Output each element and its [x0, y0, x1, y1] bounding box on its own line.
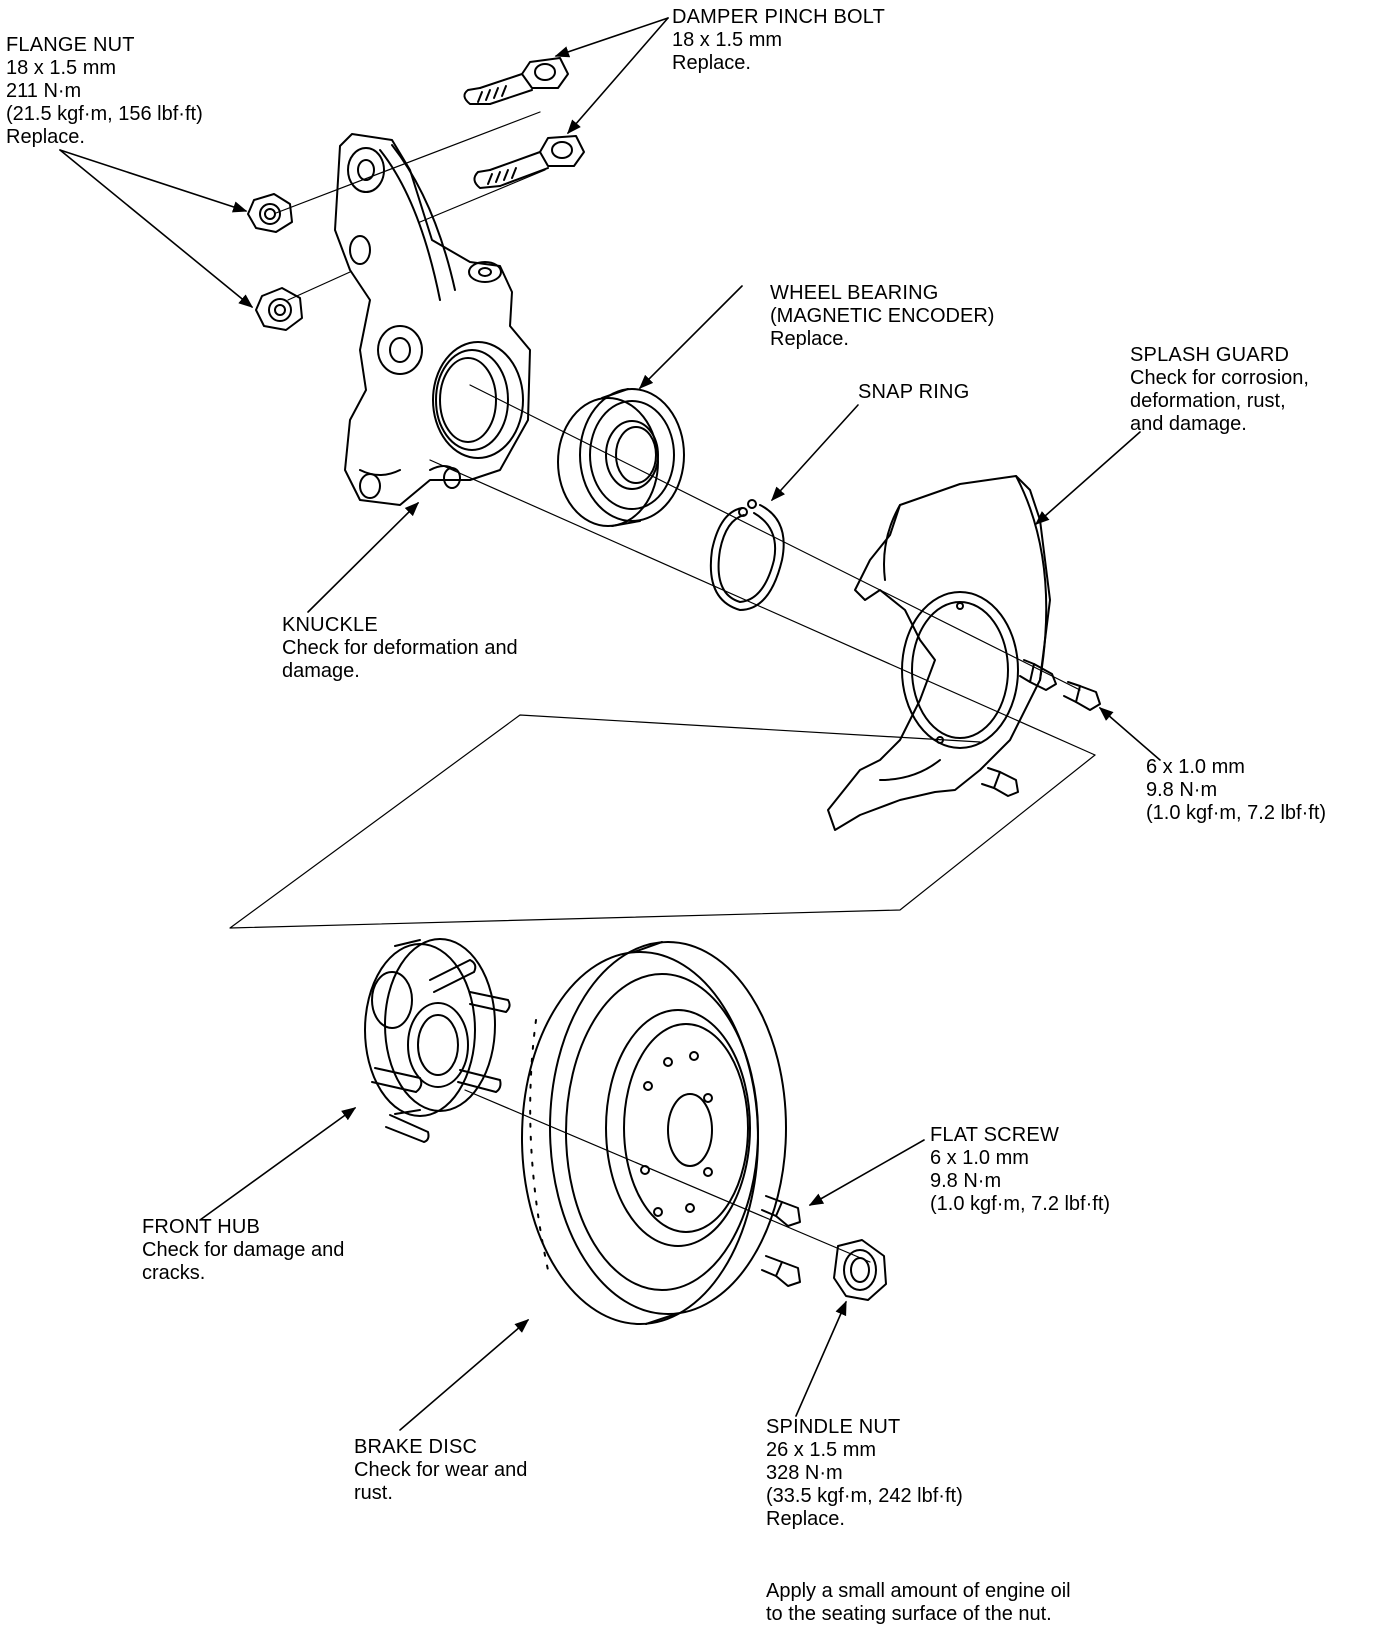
wheel-bearing-title: WHEEL BEARING [770, 282, 939, 304]
flange-nut-callout: FLANGE NUT 18 x 1.5 mm 211 N·m (21.5 kgf… [6, 34, 203, 149]
spindle-nut-callout: SPINDLE NUT 26 x 1.5 mm 328 N·m (33.5 kg… [766, 1416, 963, 1531]
damper-pinch-bolt-lower [473, 135, 585, 189]
wheel-stud [371, 959, 511, 1143]
flat-screw-size: 6 x 1.0 mm [930, 1147, 1029, 1169]
splash-guard-bolt-callout: 6 x 1.0 mm 9.8 N·m (1.0 kgf·m, 7.2 lbf·f… [1146, 756, 1326, 825]
spindle-nut-title: SPINDLE NUT [766, 1416, 901, 1438]
splash-guard [827, 475, 1051, 831]
brake-disc-check-2: rust. [354, 1482, 393, 1504]
knuckle-check-1: Check for deformation and [282, 637, 518, 659]
flange-nut-torque-alt: (21.5 kgf·m, 156 lbf·ft) [6, 103, 203, 125]
splash-guard-bolt-3 [981, 767, 1019, 797]
damper-pinch-bolt-title: DAMPER PINCH BOLT [672, 6, 886, 28]
wheel-bearing-note: Replace. [770, 328, 849, 350]
flat-screw-torque: 9.8 N·m [930, 1170, 1002, 1192]
front-hub-title: FRONT HUB [142, 1216, 261, 1238]
splash-guard-bolt-torque: 9.8 N·m [1146, 779, 1218, 801]
spindle-nut-size: 26 x 1.5 mm [766, 1439, 877, 1461]
flat-screw-lower [761, 1255, 801, 1287]
knuckle-callout: KNUCKLE Check for deformation and damage… [282, 614, 518, 683]
damper-pinch-bolt-callout: DAMPER PINCH BOLT 18 x 1.5 mm Replace. [672, 6, 885, 75]
splash-guard-callout: SPLASH GUARD Check for corrosion, deform… [1130, 344, 1309, 436]
damper-pinch-bolt-upper [463, 57, 569, 105]
engine-oil-note: Apply a small amount of engine oil to th… [766, 1580, 1071, 1626]
brake-disc-callout: BRAKE DISC Check for wear and rust. [354, 1436, 527, 1505]
spindle-nut [833, 1239, 887, 1301]
splash-guard-bolt-2 [1063, 681, 1101, 711]
brake-disc-check-1: Check for wear and [354, 1459, 528, 1481]
front-hub-check-2: cracks. [142, 1262, 206, 1284]
spindle-nut-torque: 328 N·m [766, 1462, 843, 1484]
flat-screw-upper [761, 1195, 801, 1227]
assembly-guide-lines [229, 111, 1096, 1263]
damper-pinch-bolt-note: Replace. [672, 52, 751, 74]
wheel-bearing-callout: WHEEL BEARING (MAGNETIC ENCODER) Replace… [770, 282, 994, 351]
knuckle-title: KNUCKLE [282, 614, 378, 636]
front-hub-callout: FRONT HUB Check for damage and cracks. [142, 1216, 344, 1285]
flange-nut-torque: 211 N·m [6, 80, 82, 102]
snap-ring [709, 499, 785, 611]
splash-guard-bolt-size: 6 x 1.0 mm [1146, 756, 1245, 778]
brake-disc-title: BRAKE DISC [354, 1436, 478, 1458]
spindle-nut-torque-alt: (33.5 kgf·m, 242 lbf·ft) [766, 1485, 963, 1507]
splash-guard-bolt-1 [1019, 659, 1057, 691]
wheel-bearing-subtitle: (MAGNETIC ENCODER) [770, 305, 995, 327]
steering-knuckle [334, 133, 531, 506]
leader-lines [59, 17, 1161, 1431]
engine-oil-note-line-1: Apply a small amount of engine oil [766, 1580, 1071, 1602]
knuckle-check-2: damage. [282, 660, 360, 682]
front-hub [364, 938, 511, 1143]
spindle-nut-note: Replace. [766, 1508, 845, 1530]
splash-guard-check-2: deformation, rust, [1130, 390, 1286, 412]
splash-guard-check-1: Check for corrosion, [1130, 367, 1309, 389]
flange-nut-lower [255, 287, 303, 331]
damper-pinch-bolt-size: 18 x 1.5 mm [672, 29, 783, 51]
flat-screw-title: FLAT SCREW [930, 1124, 1060, 1146]
flange-nut-note: Replace. [6, 126, 85, 148]
brake-disc [521, 941, 787, 1325]
flange-nut-size: 18 x 1.5 mm [6, 57, 117, 79]
flange-nut-title: FLANGE NUT [6, 34, 135, 56]
snap-ring-title: SNAP RING [858, 381, 970, 403]
snap-ring-callout: SNAP RING [858, 381, 969, 404]
flat-screw-callout: FLAT SCREW 6 x 1.0 mm 9.8 N·m (1.0 kgf·m… [930, 1124, 1110, 1216]
front-hub-check-1: Check for damage and [142, 1239, 345, 1261]
splash-guard-title: SPLASH GUARD [1130, 344, 1290, 366]
flat-screw-torque-alt: (1.0 kgf·m, 7.2 lbf·ft) [930, 1193, 1111, 1215]
flange-nut-upper [247, 193, 293, 233]
splash-guard-bolt-torque-alt: (1.0 kgf·m, 7.2 lbf·ft) [1146, 802, 1327, 824]
wheel-bearing [557, 388, 685, 527]
splash-guard-check-3: and damage. [1130, 413, 1247, 435]
engine-oil-note-line-2: to the seating surface of the nut. [766, 1603, 1052, 1625]
